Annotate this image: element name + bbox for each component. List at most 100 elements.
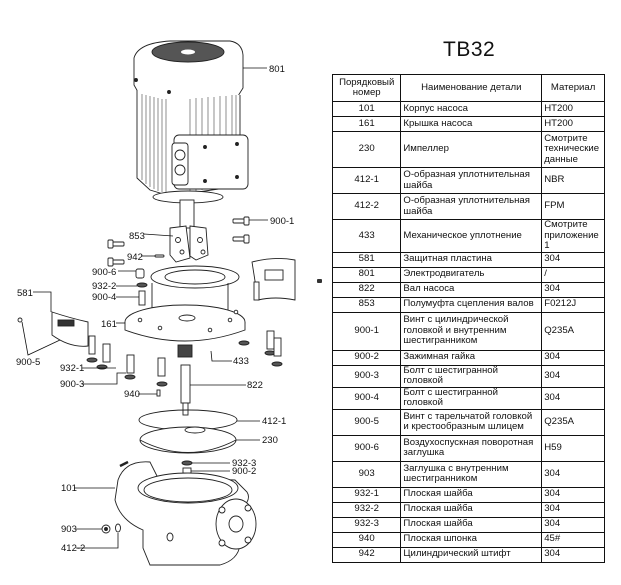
part-name-cell: Импеллер xyxy=(400,131,543,168)
part-material-cell: 304 xyxy=(541,281,605,298)
part-number-cell: 900-1 xyxy=(331,311,402,351)
part-number-cell: 161 xyxy=(331,116,402,132)
part-name-cell: Корпус насоса xyxy=(400,101,543,117)
callout-900-5: 900-5 xyxy=(16,357,40,368)
part-name-cell: Механическое уплотнение xyxy=(400,219,543,253)
callout-230: 230 xyxy=(262,435,278,446)
part-name-cell: Плоская шайба xyxy=(400,486,543,503)
part-material-cell: 304 xyxy=(541,501,605,518)
part-name-cell: Болт с шестигранной головкой xyxy=(400,364,543,388)
callout-903: 903 xyxy=(61,524,77,535)
part-material-cell: H59 xyxy=(541,434,605,462)
part-material-cell: FPM xyxy=(541,193,605,220)
part-number-cell: 900-6 xyxy=(331,434,402,462)
part-name-cell: Зажимная гайка xyxy=(400,349,543,366)
part-name-cell: Плоская шайба xyxy=(400,501,543,518)
pump-cover-161 xyxy=(124,265,246,342)
part-number-cell: 853 xyxy=(331,296,402,313)
model-title: TB32 xyxy=(443,38,496,61)
part-material-cell: Смотрите технические данные xyxy=(541,131,605,168)
callout-101: 101 xyxy=(61,483,77,494)
part-name-cell: Болт с шестигранной головкой xyxy=(400,386,543,410)
stray-mark xyxy=(317,279,322,283)
header-material: Материал xyxy=(541,74,605,102)
part-material-cell: / xyxy=(541,266,605,283)
part-number-cell: 903 xyxy=(331,460,402,488)
shield-plate-581 xyxy=(51,257,296,347)
part-material-cell: 304 xyxy=(541,349,605,366)
callout-900-1: 900-1 xyxy=(270,216,294,227)
part-material-cell: HT200 xyxy=(541,101,605,117)
pump-casing-101 xyxy=(114,460,257,566)
part-number-cell: 932-3 xyxy=(331,516,402,533)
part-material-cell: Q235A xyxy=(541,311,605,351)
part-number-cell: 581 xyxy=(331,251,402,268)
callout-433: 433 xyxy=(233,356,249,367)
part-name-cell: Защитная пластина xyxy=(400,251,543,268)
part-name-cell: Цилиндрический штифт xyxy=(400,546,543,563)
part-number-cell: 412-1 xyxy=(331,167,402,194)
part-number-cell: 940 xyxy=(331,531,402,548)
callout-161: 161 xyxy=(101,319,117,330)
part-material-cell: 45# xyxy=(541,531,605,548)
callout-932-3: 932-3 xyxy=(232,458,256,469)
part-number-cell: 900-3 xyxy=(331,364,402,388)
part-material-cell: 304 xyxy=(541,364,605,388)
parts-table: Порядковый номер Наименование детали Мат… xyxy=(331,74,605,563)
part-material-cell: F0212J xyxy=(541,296,605,313)
callout-801: 801 xyxy=(269,64,285,75)
table-header-row: Порядковый номер Наименование детали Мат… xyxy=(331,74,605,102)
part-material-cell: Q235A xyxy=(541,408,605,436)
part-name-cell: Воздухоспускная поворотная заглушка xyxy=(400,434,543,462)
part-name-cell: Крышка насоса xyxy=(400,116,543,132)
part-number-cell: 101 xyxy=(331,101,402,117)
callout-581: 581 xyxy=(17,288,33,299)
callout-940: 940 xyxy=(124,389,140,400)
part-number-cell: 433 xyxy=(331,219,402,253)
part-name-cell: Вал насоса xyxy=(400,281,543,298)
part-name-cell: Винт с тарельчатой головкой и крестообра… xyxy=(400,408,543,436)
callout-932-2: 932-2 xyxy=(92,281,116,292)
callout-412-1: 412-1 xyxy=(262,416,286,427)
callout-900-3: 900-3 xyxy=(60,379,84,390)
callout-900-2: 900-2 xyxy=(232,466,256,477)
callout-412-2: 412-2 xyxy=(61,543,85,554)
part-name-cell: Винт с цилиндрической головкой и внутрен… xyxy=(400,311,543,351)
part-material-cell: 304 xyxy=(541,486,605,503)
header-number: Порядковый номер xyxy=(331,74,402,102)
part-name-cell: Плоская шпонка xyxy=(400,531,543,548)
part-name-cell: О-образная уплотнительная шайба xyxy=(400,193,543,220)
part-material-cell: 304 xyxy=(541,516,605,533)
callout-900-4: 900-4 xyxy=(92,292,116,303)
callout-932-1: 932-1 xyxy=(60,363,84,374)
part-number-cell: 412-2 xyxy=(331,193,402,220)
part-material-cell: Смотрите приложение 1 xyxy=(541,219,605,253)
coupling-853 xyxy=(169,225,209,263)
part-name-cell: Плоская шайба xyxy=(400,516,543,533)
header-name: Наименование детали xyxy=(400,74,543,102)
part-number-cell: 900-4 xyxy=(331,386,402,410)
part-number-cell: 900-5 xyxy=(331,408,402,436)
part-name-cell: Полумуфта сцепления валов xyxy=(400,296,543,313)
part-material-cell: 304 xyxy=(541,386,605,410)
part-number-cell: 942 xyxy=(331,546,402,563)
part-material-cell: HT200 xyxy=(541,116,605,132)
